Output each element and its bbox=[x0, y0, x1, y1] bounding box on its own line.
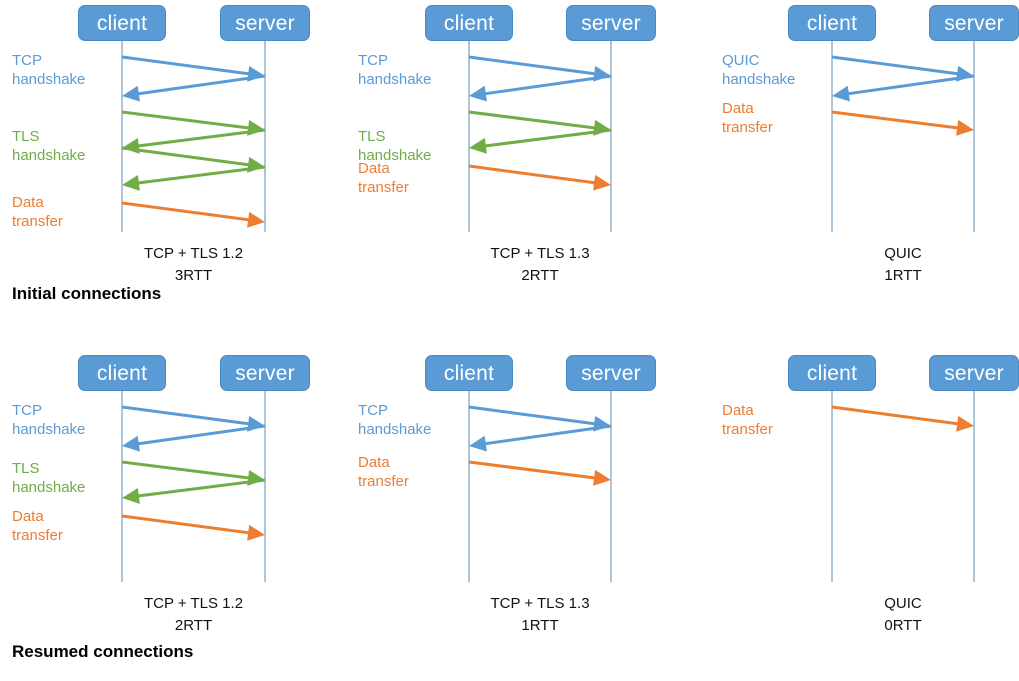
node-box-client-resumed-tcp-tls12-label: client bbox=[96, 361, 148, 385]
node-box-server-initial-tcp-tls13-label: server bbox=[581, 11, 641, 35]
lane-label-resumed-tcp-tls13-1: Data transfer bbox=[358, 454, 409, 490]
node-box-client-resumed-quic-label: client bbox=[806, 361, 858, 385]
lane-label-initial-quic-0: QUIC handshake bbox=[722, 52, 796, 88]
message-arrow-resumed-quic-0 bbox=[831, 405, 974, 432]
lane-label-initial-tcp-tls13-2: Data transfer bbox=[358, 160, 409, 196]
node-box-client-resumed-tcp-tls12[interactable]: client bbox=[78, 355, 166, 391]
node-box-server-initial-tcp-tls12[interactable]: server bbox=[220, 5, 310, 41]
node-box-server-resumed-tcp-tls12-label: server bbox=[235, 361, 295, 385]
node-box-client-initial-quic[interactable]: client bbox=[788, 5, 876, 41]
message-arrow-initial-tcp-tls13-4 bbox=[468, 164, 611, 191]
node-box-server-initial-quic-label: server bbox=[944, 11, 1004, 35]
lane-label-initial-quic-1: Data transfer bbox=[722, 100, 773, 136]
node-box-client-resumed-tcp-tls13[interactable]: client bbox=[425, 355, 513, 391]
lane-label-initial-tcp-tls12-1: TLS handshake bbox=[12, 128, 86, 164]
message-arrow-initial-tcp-tls13-3 bbox=[469, 128, 612, 154]
message-arrow-initial-tcp-tls12-5 bbox=[122, 165, 266, 191]
message-arrow-initial-tcp-tls12-1 bbox=[122, 74, 266, 102]
lane-label-initial-tcp-tls13-0: TCP handshake bbox=[358, 52, 432, 88]
node-box-client-initial-tcp-tls13[interactable]: client bbox=[425, 5, 513, 41]
node-box-client-resumed-tcp-tls13-label: client bbox=[443, 361, 495, 385]
lane-label-initial-tcp-tls12-0: TCP handshake bbox=[12, 52, 86, 88]
panel-caption-initial-tcp-tls12: TCP + TLS 1.2 3RTT bbox=[143, 245, 244, 284]
node-box-server-initial-quic[interactable]: server bbox=[929, 5, 1019, 41]
lane-label-resumed-quic-0: Data transfer bbox=[722, 402, 773, 438]
node-box-server-initial-tcp-tls13[interactable]: server bbox=[566, 5, 656, 41]
panel-caption-resumed-tcp-tls12: TCP + TLS 1.2 2RTT bbox=[143, 595, 244, 634]
lane-label-initial-tcp-tls12-2: Data transfer bbox=[12, 194, 63, 230]
message-arrow-resumed-tcp-tls13-1 bbox=[469, 424, 612, 452]
message-arrow-resumed-tcp-tls12-1 bbox=[122, 424, 266, 452]
message-arrow-initial-tcp-tls13-1 bbox=[469, 74, 612, 102]
lane-label-resumed-tcp-tls12-2: Data transfer bbox=[12, 508, 63, 544]
section-title-resumed: Resumed connections bbox=[12, 642, 194, 661]
lane-label-resumed-tcp-tls12-0: TCP handshake bbox=[12, 402, 86, 438]
message-arrow-resumed-tcp-tls13-2 bbox=[468, 460, 611, 486]
message-arrow-resumed-tcp-tls12-4 bbox=[121, 514, 265, 541]
node-box-server-initial-tcp-tls12-label: server bbox=[235, 11, 295, 35]
node-box-server-resumed-tcp-tls12[interactable]: server bbox=[220, 355, 310, 391]
section-title-initial: Initial connections bbox=[12, 284, 162, 303]
node-box-server-resumed-tcp-tls13-label: server bbox=[581, 361, 641, 385]
node-box-server-resumed-tcp-tls13[interactable]: server bbox=[566, 355, 656, 391]
panel-caption-initial-quic: QUIC 1RTT bbox=[884, 245, 922, 284]
message-arrow-initial-quic-1 bbox=[832, 74, 975, 102]
lane-label-initial-tcp-tls13-1: TLS handshake bbox=[358, 128, 432, 164]
panel-caption-resumed-quic: QUIC 0RTT bbox=[884, 595, 922, 634]
node-box-client-resumed-quic[interactable]: client bbox=[788, 355, 876, 391]
lane-label-resumed-tcp-tls12-1: TLS handshake bbox=[12, 460, 86, 496]
node-box-server-resumed-quic-label: server bbox=[944, 361, 1004, 385]
lane-label-resumed-tcp-tls13-0: TCP handshake bbox=[358, 402, 432, 438]
panel-caption-resumed-tcp-tls13: TCP + TLS 1.3 1RTT bbox=[490, 595, 590, 634]
node-box-client-initial-tcp-tls12-label: client bbox=[96, 11, 148, 35]
node-box-client-initial-quic-label: client bbox=[806, 11, 858, 35]
message-arrow-initial-tcp-tls12-6 bbox=[121, 201, 265, 228]
message-arrow-initial-quic-2 bbox=[831, 110, 974, 136]
panel-caption-initial-tcp-tls13: TCP + TLS 1.3 2RTT bbox=[490, 245, 590, 284]
node-box-server-resumed-quic[interactable]: server bbox=[929, 355, 1019, 391]
node-box-client-initial-tcp-tls13-label: client bbox=[443, 11, 495, 35]
node-box-client-initial-tcp-tls12[interactable]: client bbox=[78, 5, 166, 41]
message-arrow-resumed-tcp-tls12-3 bbox=[122, 478, 266, 504]
